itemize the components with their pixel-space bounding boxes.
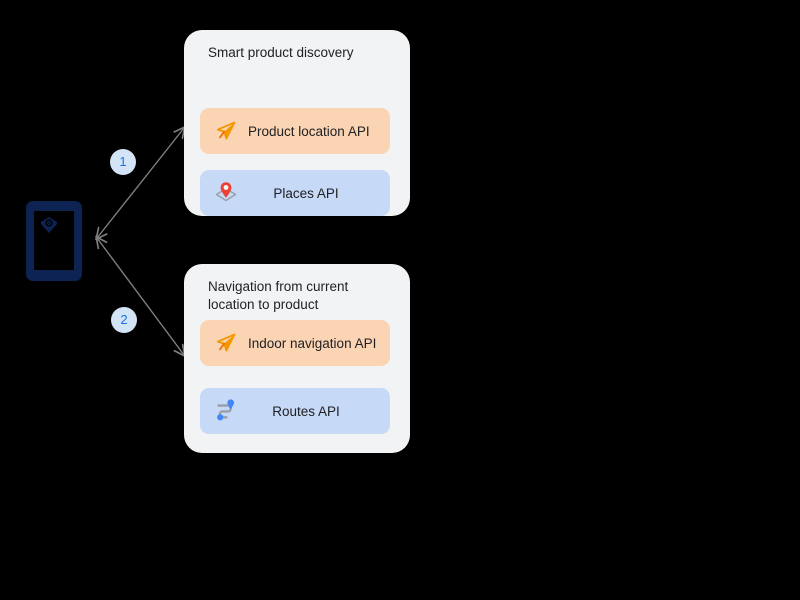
route-path-icon: [212, 397, 240, 425]
map-pin-icon: [212, 179, 240, 207]
phone-camera-icon: [38, 215, 60, 235]
navigation-arrow-icon: [212, 117, 240, 145]
connector-line-1: [97, 128, 184, 238]
card-title: Navigation from current location to prod…: [208, 279, 349, 312]
mobile-phone-node[interactable]: [26, 201, 82, 281]
api-label: Places API: [273, 185, 339, 201]
card-title: Smart product discovery: [208, 45, 354, 60]
api-label: Routes API: [272, 403, 340, 419]
api-label: Indoor navigation API: [248, 335, 377, 351]
api-label: Product location API: [248, 123, 370, 139]
api-row-places[interactable]: Places API: [200, 170, 390, 216]
step-badge-2: 2: [111, 307, 137, 333]
api-row-product-location[interactable]: Product location API: [200, 108, 390, 154]
api-row-routes[interactable]: Routes API: [200, 388, 390, 434]
connector-line-2: [97, 238, 184, 355]
card-smart-product-discovery[interactable]: Smart product discovery Product location…: [184, 30, 410, 216]
step-badge-1: 1: [110, 149, 136, 175]
card-navigation-to-product[interactable]: Navigation from current location to prod…: [184, 264, 410, 453]
navigation-arrow-icon: [212, 329, 240, 357]
api-row-indoor-navigation[interactable]: Indoor navigation API: [200, 320, 390, 366]
